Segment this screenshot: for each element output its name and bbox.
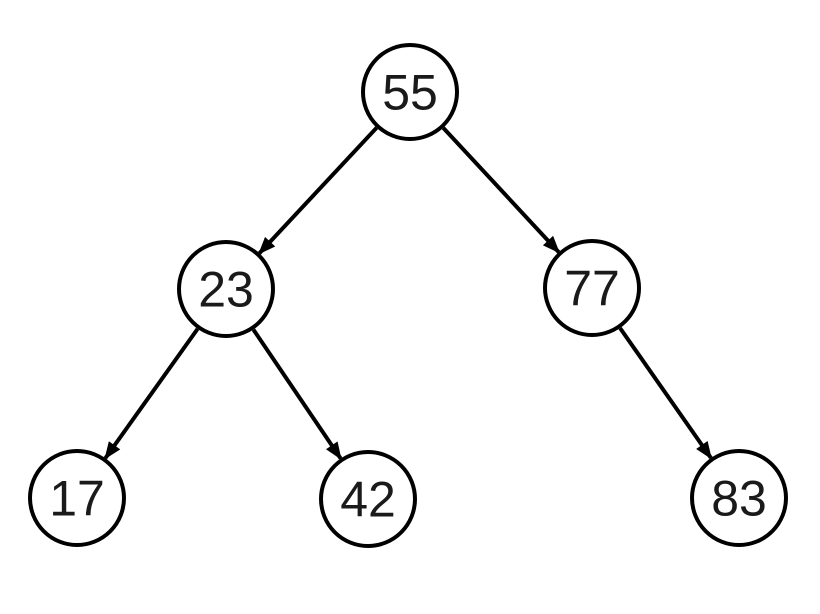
tree-node-42: 42 xyxy=(319,450,417,548)
edge-arrow-23-42 xyxy=(251,328,343,460)
node-label-17: 17 xyxy=(49,471,105,527)
node-circle-42 xyxy=(319,450,417,548)
node-circle-17 xyxy=(28,449,126,547)
node-label-55: 55 xyxy=(382,65,438,121)
node-circle-55 xyxy=(361,43,459,141)
tree-node-83: 83 xyxy=(690,449,788,547)
tree-node-55: 55 xyxy=(361,43,459,141)
node-label-83: 83 xyxy=(711,471,767,527)
node-circle-77 xyxy=(543,239,641,337)
tree-node-77: 77 xyxy=(543,239,641,337)
nodes-layer: 55 23 77 17 42 83 xyxy=(28,43,788,548)
node-label-77: 77 xyxy=(564,261,620,317)
node-circle-23 xyxy=(177,240,275,338)
edge-arrow-23-17 xyxy=(103,327,200,460)
edge-arrow-55-77 xyxy=(441,126,561,254)
node-label-42: 42 xyxy=(340,472,396,528)
tree-node-23: 23 xyxy=(177,240,275,338)
edge-arrow-55-23 xyxy=(257,126,379,255)
node-label-23: 23 xyxy=(198,262,254,318)
node-circle-83 xyxy=(690,449,788,547)
tree-node-17: 17 xyxy=(28,449,126,547)
edge-arrow-77-83 xyxy=(618,326,713,460)
edges-layer xyxy=(103,126,713,460)
